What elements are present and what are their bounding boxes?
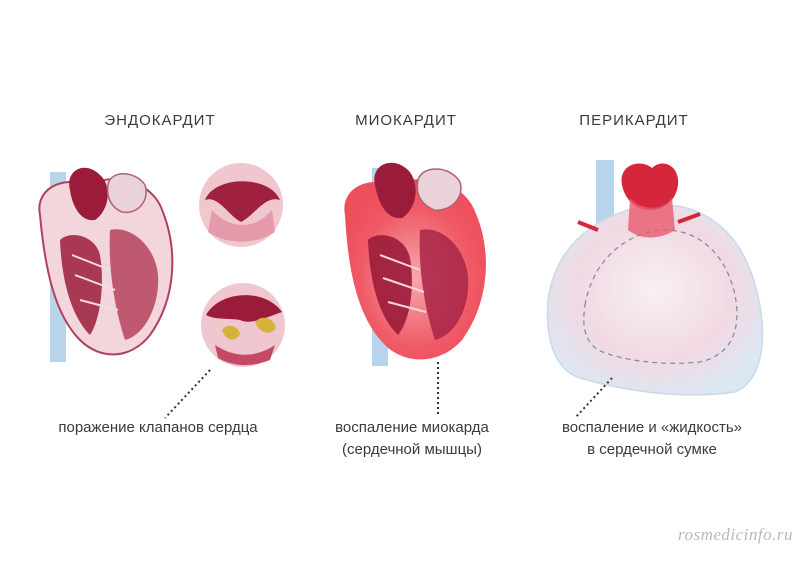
vessel-right-3 bbox=[677, 212, 701, 224]
caption-endocarditis-line-1: поражение клапанов сердца bbox=[58, 419, 258, 436]
ventricle-right-2 bbox=[419, 229, 469, 340]
vessel-left-3 bbox=[577, 220, 599, 232]
title-myocarditis: МИОКАРДИТ bbox=[355, 112, 457, 129]
pointer-endocarditis bbox=[164, 369, 211, 419]
caption-myocarditis: воспаление миокарда (сердечной мышцы) bbox=[272, 417, 552, 461]
pulmonary-artery-2 bbox=[416, 168, 462, 211]
caption-pericarditis-line-2: в сердечной сумке bbox=[587, 441, 717, 458]
watermark: rosmedicinfo.ru bbox=[677, 525, 793, 544]
valve-closeup-bottom bbox=[201, 283, 285, 367]
myocarditis-heart bbox=[344, 162, 486, 366]
aorta-3 bbox=[621, 163, 679, 210]
caption-pericarditis: воспаление и «жидкость» в сердечной сумк… bbox=[512, 417, 792, 461]
pulmonary-artery-1 bbox=[106, 173, 147, 214]
pericardial-sac bbox=[546, 203, 764, 396]
caption-endocarditis: поражение клапанов сердца bbox=[18, 417, 298, 439]
title-pericarditis: ПЕРИКАРДИТ bbox=[579, 112, 689, 129]
caption-myocarditis-line-2: (сердечной мышцы) bbox=[342, 441, 482, 458]
title-endocarditis: ЭНДОКАРДИТ bbox=[104, 112, 216, 129]
chordae-1 bbox=[71, 254, 119, 311]
vegetation-2 bbox=[255, 317, 276, 333]
pericarditis-heart bbox=[546, 160, 764, 396]
vena-cava-3 bbox=[596, 160, 614, 230]
caption-pericarditis-line-1: воспаление и «жидкость» bbox=[561, 419, 743, 436]
ventricle-right-1 bbox=[109, 229, 159, 340]
great-vessels-3 bbox=[628, 198, 675, 238]
ventricle-left-1 bbox=[60, 235, 102, 335]
ventricle-left-2 bbox=[368, 235, 412, 335]
aorta-1 bbox=[69, 167, 108, 221]
caption-myocarditis-line-1: воспаление миокарда bbox=[335, 419, 489, 436]
endocarditis-heart bbox=[38, 167, 174, 362]
vegetation-1 bbox=[222, 325, 240, 340]
valve-closeup-top bbox=[199, 163, 283, 247]
aorta-2 bbox=[374, 162, 416, 219]
pointer-pericarditis bbox=[574, 377, 613, 419]
sac-inner-boundary bbox=[583, 229, 738, 364]
chordae-2 bbox=[379, 254, 427, 313]
